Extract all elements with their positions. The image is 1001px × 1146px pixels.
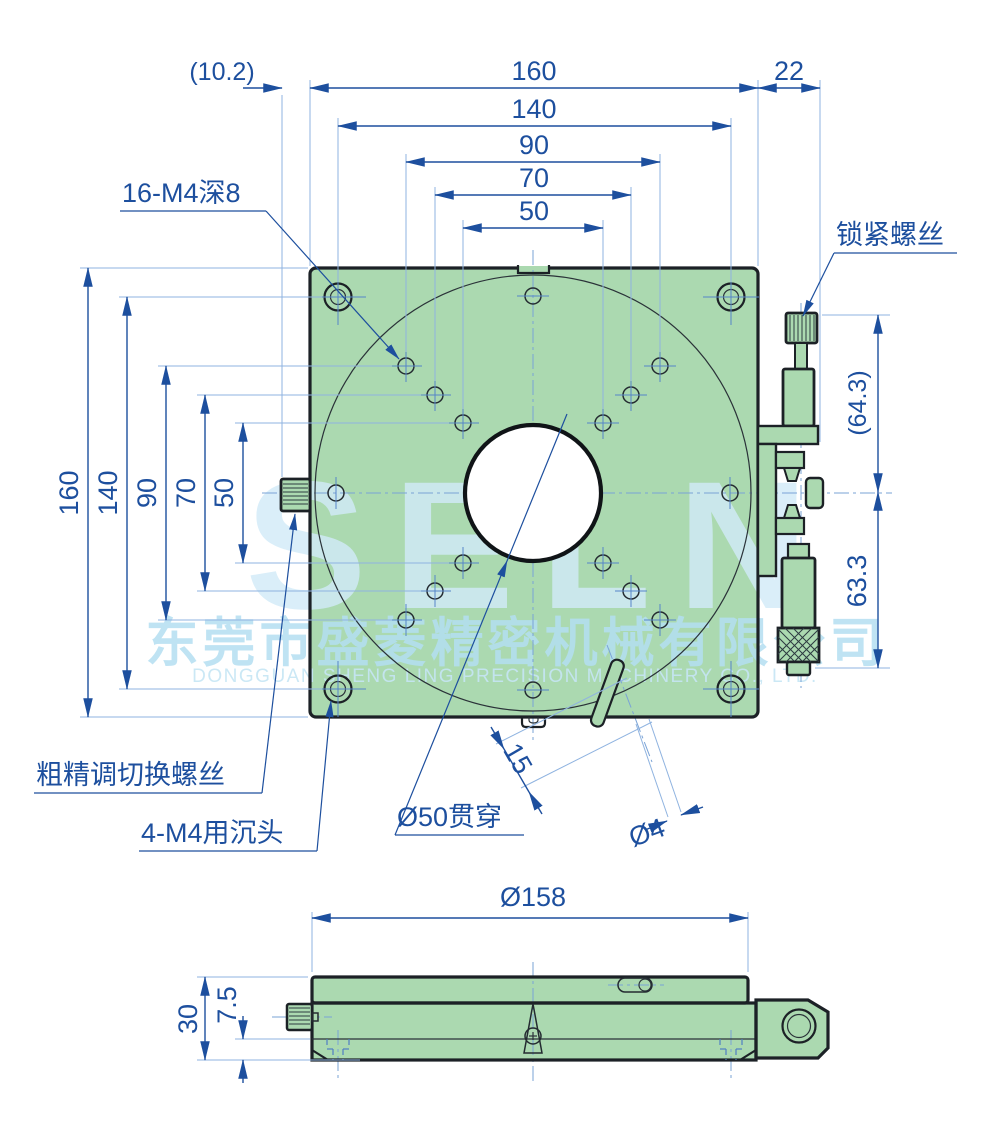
dim-overhang: (10.2): [189, 58, 254, 86]
side-clamp-block: [754, 998, 830, 1060]
dim-width-50: 50: [519, 196, 549, 226]
top-view-dimensions: (10.2) 160 22 140 90 70 50 160 140 90 70…: [54, 56, 890, 853]
dim-pin-diameter: Ø4: [625, 812, 669, 853]
dim-base-7-5: 7.5: [212, 986, 242, 1024]
micrometer-barrel: [780, 556, 817, 630]
label-countersunk: 4-M4用沉头: [141, 818, 284, 848]
label-lock-screw: 锁紧螺丝: [836, 220, 944, 250]
dim-width-160: 160: [511, 56, 556, 86]
mount-arm: [756, 424, 820, 446]
dim-height-50: 50: [209, 478, 239, 508]
dim-height-90: 90: [132, 478, 162, 508]
spring-plunger: [617, 977, 653, 993]
index-notch: [516, 265, 551, 275]
dim-height-30: 30: [173, 1004, 203, 1034]
top-view-labels: 16-M4深8 锁紧螺丝 粗精调切换螺丝 4-M4用沉头 Ø50贯穿: [34, 178, 957, 852]
rotary-table-circle: [314, 274, 752, 712]
dim-height-70: 70: [171, 478, 201, 508]
tangent-arm-assembly: [756, 311, 825, 677]
bottom-tab: [520, 717, 547, 729]
top-view: [262, 250, 892, 763]
label-coarse-fine-screw: 粗精调切换螺丝: [36, 760, 225, 790]
dim-width-22: 22: [774, 56, 804, 86]
center-hole: [462, 422, 604, 564]
m4-holes: [327, 287, 739, 699]
side-view: Ø158 30 7.5: [173, 882, 830, 1085]
upper-barrel: [781, 367, 816, 428]
pivot-nub: [804, 476, 825, 510]
label-through-hole: Ø50贯穿: [397, 802, 502, 832]
label-16-m4: 16-M4深8: [122, 178, 241, 208]
dim-pin-length: 15: [497, 738, 538, 779]
hidden-holes: [326, 1039, 743, 1060]
dim-height-140: 140: [93, 470, 123, 515]
dim-width-140: 140: [511, 94, 556, 124]
dim-diameter-158: Ø158: [500, 882, 566, 912]
dim-height-160: 160: [54, 470, 84, 515]
dim-micrometer-upper: (64.3): [844, 370, 872, 435]
dim-width-90: 90: [519, 130, 549, 160]
micrometer-cap: [785, 660, 812, 677]
bracket-plate: [756, 442, 778, 578]
dim-micrometer-lower: 63.3: [842, 555, 872, 608]
watermark-company-cn: 东莞市盛菱精密机械有限公司: [146, 614, 887, 673]
coarse-fine-knob: [279, 477, 312, 513]
dim-width-70: 70: [519, 163, 549, 193]
